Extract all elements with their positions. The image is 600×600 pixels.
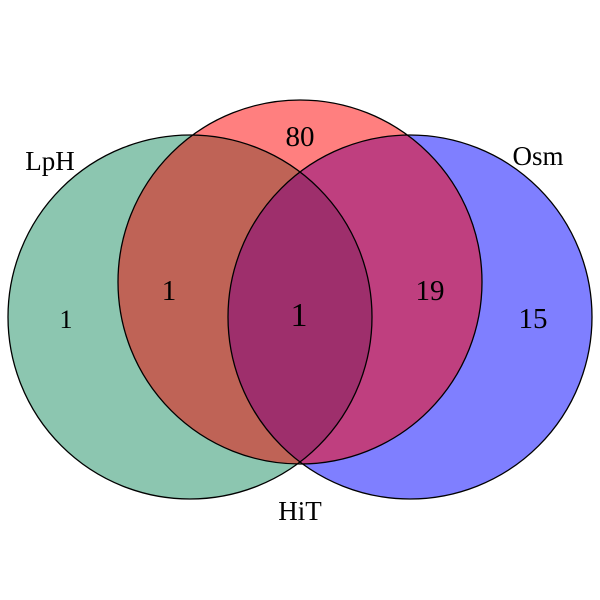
lph-hit-count: 1	[162, 275, 177, 307]
only-lph-count: 1	[60, 305, 73, 334]
lph-label: LpH	[25, 146, 75, 176]
only-osm-count: 15	[519, 303, 548, 335]
all-three-count: 1	[291, 297, 308, 334]
only-hit-count: 80	[286, 121, 315, 153]
hit-osm-count: 19	[416, 275, 445, 307]
all-three-overlap	[228, 135, 372, 464]
hit-label: HiT	[278, 496, 322, 526]
osm-label: Osm	[512, 141, 563, 171]
circle-outlines	[7, 99, 593, 500]
